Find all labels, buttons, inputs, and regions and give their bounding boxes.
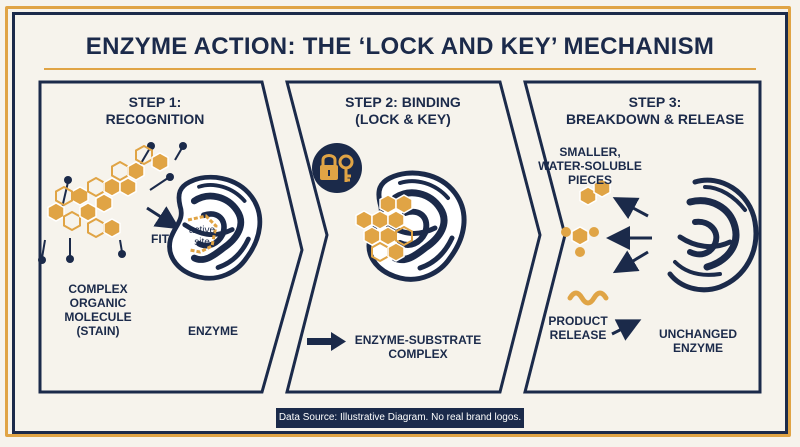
step-1-heading: STEP 1: RECOGNITION [105, 94, 205, 127]
outer-frame [5, 6, 791, 437]
arrow-to-piece-1 [612, 197, 649, 220]
panel-step-3 [523, 80, 762, 394]
enzyme-label: ENZYME [187, 324, 238, 338]
step-3-heading: STEP 3: BREAKDOWN & RELEASE [565, 94, 745, 127]
unchanged-enzyme-label: UNCHANGED ENZYME [659, 327, 737, 356]
panel-step-2 [285, 80, 542, 394]
active-site-label: active site [188, 225, 216, 248]
substrate-molecule [38, 142, 187, 264]
key-icon [338, 154, 354, 182]
fit-label: FIT [151, 232, 169, 246]
lock-and-key-badge [312, 143, 362, 193]
complex-label: ENZYME-SUBSTRATE COMPLEX [354, 333, 482, 362]
panel-step-1 [38, 80, 304, 394]
fit-arrow [146, 206, 181, 230]
title-divider [44, 68, 756, 70]
data-source-note: Data Source: Illustrative Diagram. No re… [276, 408, 524, 428]
diagram-title: ENZYME ACTION: THE ‘LOCK AND KEY’ MECHAN… [85, 33, 715, 60]
inner-frame [12, 12, 788, 434]
enzyme-step-3 [667, 177, 759, 293]
product-release-label: PRODUCT RELEASE [548, 314, 608, 343]
active-site-outline [187, 214, 218, 254]
step-2-heading: STEP 2: BINDING (LOCK & KEY) [345, 94, 461, 127]
product-piece-3 [567, 290, 609, 306]
padlock-icon [320, 154, 338, 180]
product-piece-2 [561, 226, 599, 257]
product-release-arrow [611, 319, 642, 341]
pieces-label: SMALLER, WATER-SOLUBLE PIECES [538, 145, 642, 188]
arrow-to-piece-3 [612, 250, 649, 274]
arrow-right-icon [307, 332, 346, 351]
molecule-label: COMPLEX ORGANIC MOLECULE (STAIN) [64, 282, 132, 339]
